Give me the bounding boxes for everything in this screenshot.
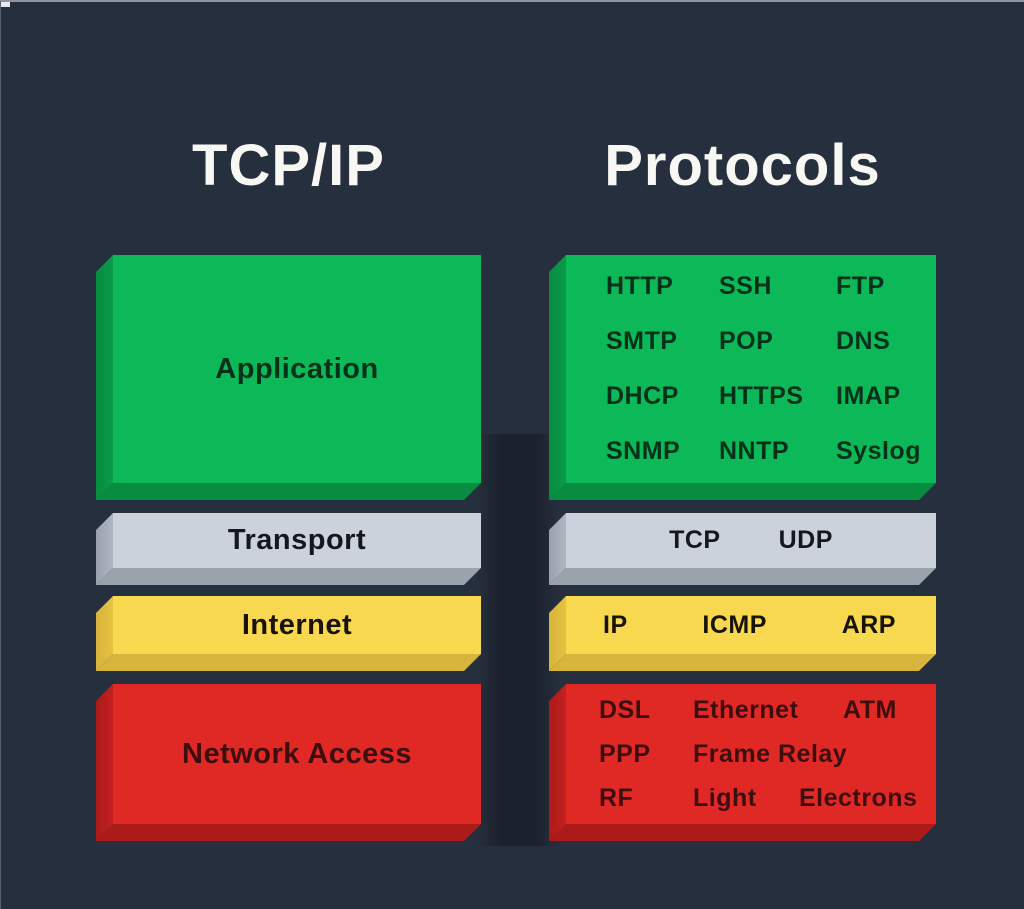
- application-protocols-row: DHCP HTTPS IMAP: [606, 382, 936, 411]
- protocol-dhcp: DHCP: [606, 382, 679, 410]
- application-protocols-row: SNMP NNTP Syslog: [606, 437, 936, 466]
- network-access-box-bottom-facet: [96, 824, 481, 841]
- transport-protocols-face: TCP UDP: [566, 513, 936, 568]
- internet-protocols-bottom-facet: [549, 654, 936, 671]
- internet-protocols-box: IP ICMP ARP: [549, 596, 936, 671]
- protocol-snmp: SNMP: [606, 437, 681, 465]
- protocol-http: HTTP: [606, 272, 674, 300]
- column-gap-shadow: [477, 434, 559, 846]
- application-protocols-face: HTTP SSH FTP SMTP POP DNS DHCP HTTPS IMA…: [566, 255, 936, 483]
- application-protocols-left-facet: [549, 255, 566, 500]
- network-access-protocols-row: PPP Frame Relay: [599, 740, 936, 769]
- protocol-dsl: DSL: [599, 695, 651, 724]
- protocol-nntp: NNTP: [719, 437, 790, 465]
- corner-artifact: [1, 2, 10, 7]
- transport-layer-label: Transport: [227, 524, 367, 556]
- protocol-ip: IP: [603, 610, 628, 639]
- network-access-protocols-left-facet: [549, 684, 566, 841]
- network-access-layer-box: Network Access: [96, 684, 481, 841]
- application-protocols-row: HTTP SSH FTP: [606, 272, 936, 301]
- network-access-protocols-box: DSL Ethernet ATM PPP Frame Relay RF Ligh…: [549, 684, 936, 841]
- transport-protocols-bottom-facet: [549, 568, 936, 585]
- application-box-left-facet: [96, 255, 113, 500]
- internet-protocols-left-facet: [549, 596, 566, 671]
- network-access-protocols-face: DSL Ethernet ATM PPP Frame Relay RF Ligh…: [566, 684, 936, 824]
- protocol-smtp: SMTP: [606, 327, 678, 355]
- network-access-box-left-facet: [96, 684, 113, 841]
- protocol-atm: ATM: [843, 695, 897, 724]
- application-protocols-row: SMTP POP DNS: [606, 327, 936, 356]
- protocol-light: Light: [693, 783, 757, 812]
- protocol-electrons: Electrons: [799, 783, 918, 812]
- protocol-icmp: ICMP: [702, 610, 767, 639]
- transport-box-bottom-facet: [96, 568, 481, 585]
- application-box-face: Application: [113, 255, 481, 483]
- protocol-ftp: FTP: [836, 272, 885, 300]
- protocol-ppp: PPP: [599, 739, 651, 768]
- internet-box-bottom-facet: [96, 654, 481, 671]
- network-access-layer-label: Network Access: [182, 737, 412, 770]
- transport-box-left-facet: [96, 513, 113, 585]
- network-access-box-face: Network Access: [113, 684, 481, 824]
- network-access-protocols-row: DSL Ethernet ATM: [599, 696, 936, 725]
- internet-layer-label: Internet: [241, 608, 353, 641]
- internet-box-face: Internet: [113, 596, 481, 654]
- title-tcpip: TCP/IP: [192, 133, 385, 198]
- protocol-arp: ARP: [841, 610, 896, 639]
- transport-protocols-box: TCP UDP: [549, 513, 936, 585]
- application-protocols-bottom-facet: [549, 483, 936, 500]
- protocol-tcp: TCP: [669, 526, 721, 554]
- protocol-udp: UDP: [778, 526, 833, 554]
- protocol-ethernet: Ethernet: [693, 695, 799, 724]
- network-access-protocols-bottom-facet: [549, 824, 936, 841]
- internet-layer-box: Internet: [96, 596, 481, 671]
- protocol-rf: RF: [599, 783, 634, 812]
- transport-protocols-left-facet: [549, 513, 566, 585]
- transport-layer-box: Transport: [96, 513, 481, 585]
- protocol-frame-relay: Frame Relay: [693, 739, 848, 768]
- protocol-ssh: SSH: [719, 272, 772, 300]
- title-protocols: Protocols: [604, 133, 881, 198]
- protocol-imap: IMAP: [836, 382, 901, 410]
- transport-box-face: Transport: [113, 513, 481, 568]
- protocol-syslog: Syslog: [836, 437, 921, 465]
- internet-box-left-facet: [96, 596, 113, 671]
- application-protocols-box: HTTP SSH FTP SMTP POP DNS DHCP HTTPS IMA…: [549, 255, 936, 500]
- application-layer-label: Application: [215, 352, 379, 385]
- network-access-protocols-row: RF Light Electrons: [599, 784, 936, 813]
- protocol-dns: DNS: [836, 327, 891, 355]
- protocol-pop: POP: [719, 327, 774, 355]
- application-layer-box: Application: [96, 255, 481, 500]
- application-box-bottom-facet: [96, 483, 481, 500]
- internet-protocols-face: IP ICMP ARP: [566, 596, 936, 654]
- protocol-https: HTTPS: [719, 382, 804, 410]
